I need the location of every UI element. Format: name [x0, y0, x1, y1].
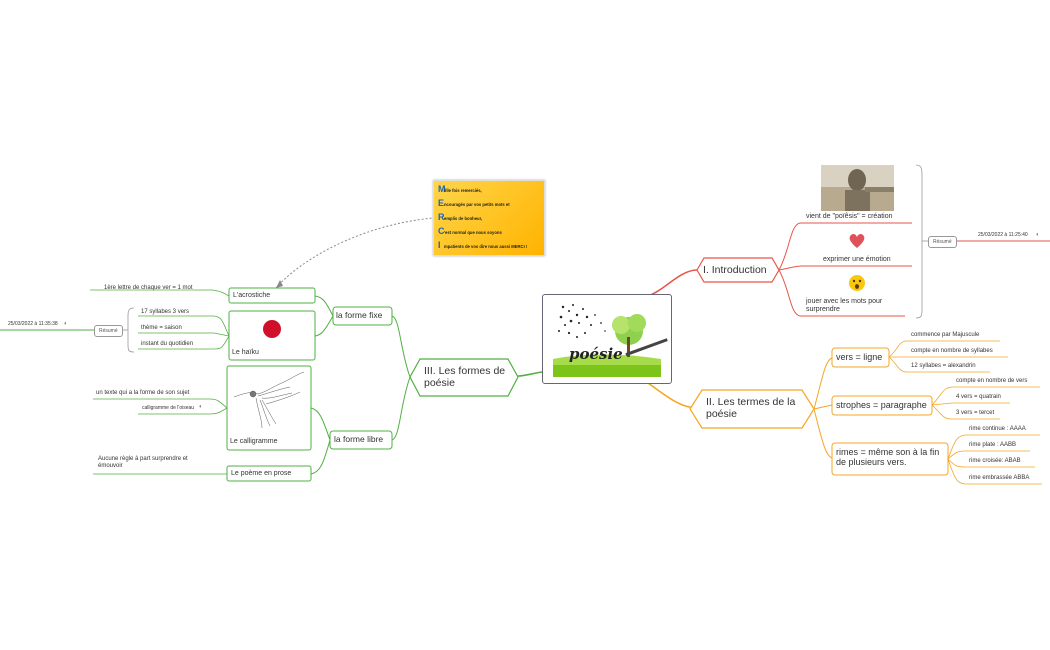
rimes-item-3: rime croisée: ABAB [969, 458, 1021, 464]
rimes-sub-4 [947, 458, 1042, 485]
connector-termes [647, 382, 698, 409]
intro-branch-2 [778, 265, 912, 271]
haiku-label: Le haïku [232, 349, 259, 356]
rimes-item-2: rime plate : AABB [969, 442, 1017, 448]
acrostiche-note: 1ère lettre de chaque ver = 1 mot [104, 285, 193, 291]
strophes-item-3: 3 vers = tercet [956, 410, 995, 416]
haiku-resume-bracket [127, 307, 135, 353]
intro-title: I. Introduction [703, 264, 767, 276]
haiku-sub-3 [138, 335, 230, 350]
strophes-sub-1 [931, 386, 1040, 406]
connector-intro [647, 269, 698, 297]
poesie-text: poésie [569, 345, 623, 363]
surprise-emoji-icon [849, 275, 865, 291]
merci-card[interactable]: M illle fois remerciés, E ncouragés par … [433, 180, 545, 256]
acrostiche-label: L'acrostiche [233, 292, 271, 299]
intro-resume-bracket [915, 164, 923, 319]
merci-line-1: illle fois remerciés, [444, 188, 482, 193]
rimes-item-4: rime embrassée ABBA [969, 475, 1030, 481]
vers-item-1: commence par Majuscule [911, 332, 980, 338]
intro-item-3: jouer avec les mots pour surprendre [806, 298, 883, 314]
japan-flag-icon [263, 320, 281, 338]
libre-sub-calligramme [310, 407, 331, 441]
haiku-sub-2 [138, 332, 230, 337]
libre-label: la forme libre [334, 434, 384, 444]
formes-title: III. Les formes de poésie [424, 365, 506, 389]
merci-line-3: emplis de bonheur, [444, 216, 483, 221]
vers-label: vers = ligne [836, 352, 883, 362]
prose-node-shape[interactable] [226, 465, 312, 482]
merci-line-4: 'est normal que nous soyons [444, 230, 502, 235]
prose-label: Le poème en prose [231, 470, 292, 477]
termes-branch-vers [813, 357, 833, 410]
formes-branch-fixe [391, 315, 411, 378]
intro-resume-tag[interactable]: Résumé [928, 236, 957, 248]
merci-relation-line [275, 217, 434, 289]
vers-sub-3 [888, 356, 990, 373]
calligramme-sub: calligramme de l'oiseau [142, 405, 195, 411]
bird-calligram-image [233, 371, 305, 429]
haiku-sub-1 [138, 315, 230, 337]
fixe-sub-haiku [314, 315, 334, 337]
merci-cap-5: I [438, 240, 441, 250]
strophes-sub-3 [931, 404, 1000, 420]
calligramme-sub-line [138, 407, 228, 415]
vers-item-3: 12 syllabes = alexandrin [911, 363, 976, 369]
formes-node-shape[interactable] [409, 358, 519, 397]
calligramme-note-line [93, 398, 228, 409]
heart-icon [849, 233, 865, 248]
connector-formes [517, 371, 543, 377]
haiku-resume-date: 25/03/2022 à 11:35:38 [8, 321, 58, 327]
calligramme-note: un texte qui a la forme de son sujet [96, 390, 190, 396]
merci-cap-1: M [438, 184, 446, 194]
intro-resume-date: 25/03/2022 à 11:25:40 [978, 232, 1028, 238]
clock-icon-2: ◐ [64, 321, 68, 327]
haiku-item-1: 17 syllabes 3 vers [141, 309, 190, 315]
calligramme-label: Le calligramme [230, 438, 278, 445]
strophes-sub-2 [931, 402, 1010, 406]
clock-icon: ◐ [1036, 232, 1040, 238]
statue-image [821, 165, 894, 211]
strophes-item-2: 4 vers = quatrain [956, 394, 1001, 400]
termes-title: II. Les termes de la poésie [706, 396, 796, 420]
central-topic[interactable]: poésie [542, 294, 672, 384]
fixe-sub-acrostiche [314, 295, 334, 317]
rimes-sub-1 [947, 434, 1040, 460]
strophes-label: strophes = paragraphe [836, 400, 927, 410]
intro-branch-3 [778, 269, 905, 317]
intro-item-1: vient de "poïêsis" = création [806, 213, 893, 220]
acrostiche-note-line [90, 289, 230, 297]
termes-branch-strophes [813, 404, 833, 410]
acrostiche-node-shape[interactable] [228, 287, 316, 304]
poesie-illustration: poésie [553, 304, 668, 377]
rimes-label: rimes = même son à la fin de plusieurs v… [836, 447, 940, 468]
haiku-resume-tag[interactable]: Résumé [94, 325, 123, 337]
merci-cap-3: R [438, 212, 445, 222]
merci-line-2: ncouragés par vos petits mots et [444, 202, 510, 207]
vers-item-2: compte en nombre de syllabes [911, 348, 993, 354]
formes-branch-libre [391, 376, 411, 441]
vers-sub-1 [888, 340, 1000, 358]
intro-item-2: exprimer une émotion [823, 256, 891, 263]
haiku-item-2: thème = saison [141, 325, 182, 331]
clock-icon-3: ◐ [199, 404, 203, 410]
fixe-label: la forme fixe [336, 310, 383, 320]
strophes-item-1: compte en nombre de vers [956, 378, 1028, 384]
prose-note: Aucune règle à part surprendre et émouvo… [98, 456, 188, 469]
merci-cap-2: E [438, 198, 445, 208]
merci-cap-4: C [438, 226, 445, 236]
relation-arrow-icon [276, 280, 283, 288]
haiku-item-3: instant du quotidien [141, 341, 194, 347]
rimes-item-1: rime continue : AAAA [969, 426, 1026, 432]
merci-line-5: mpatients de vos dire nous aussi MERCI ! [444, 244, 528, 249]
intro-branch-1 [778, 222, 912, 271]
rimes-sub-2 [947, 450, 1030, 460]
rimes-sub-3 [947, 458, 1035, 468]
libre-sub-prose [310, 439, 331, 475]
termes-branch-rimes [813, 408, 833, 459]
